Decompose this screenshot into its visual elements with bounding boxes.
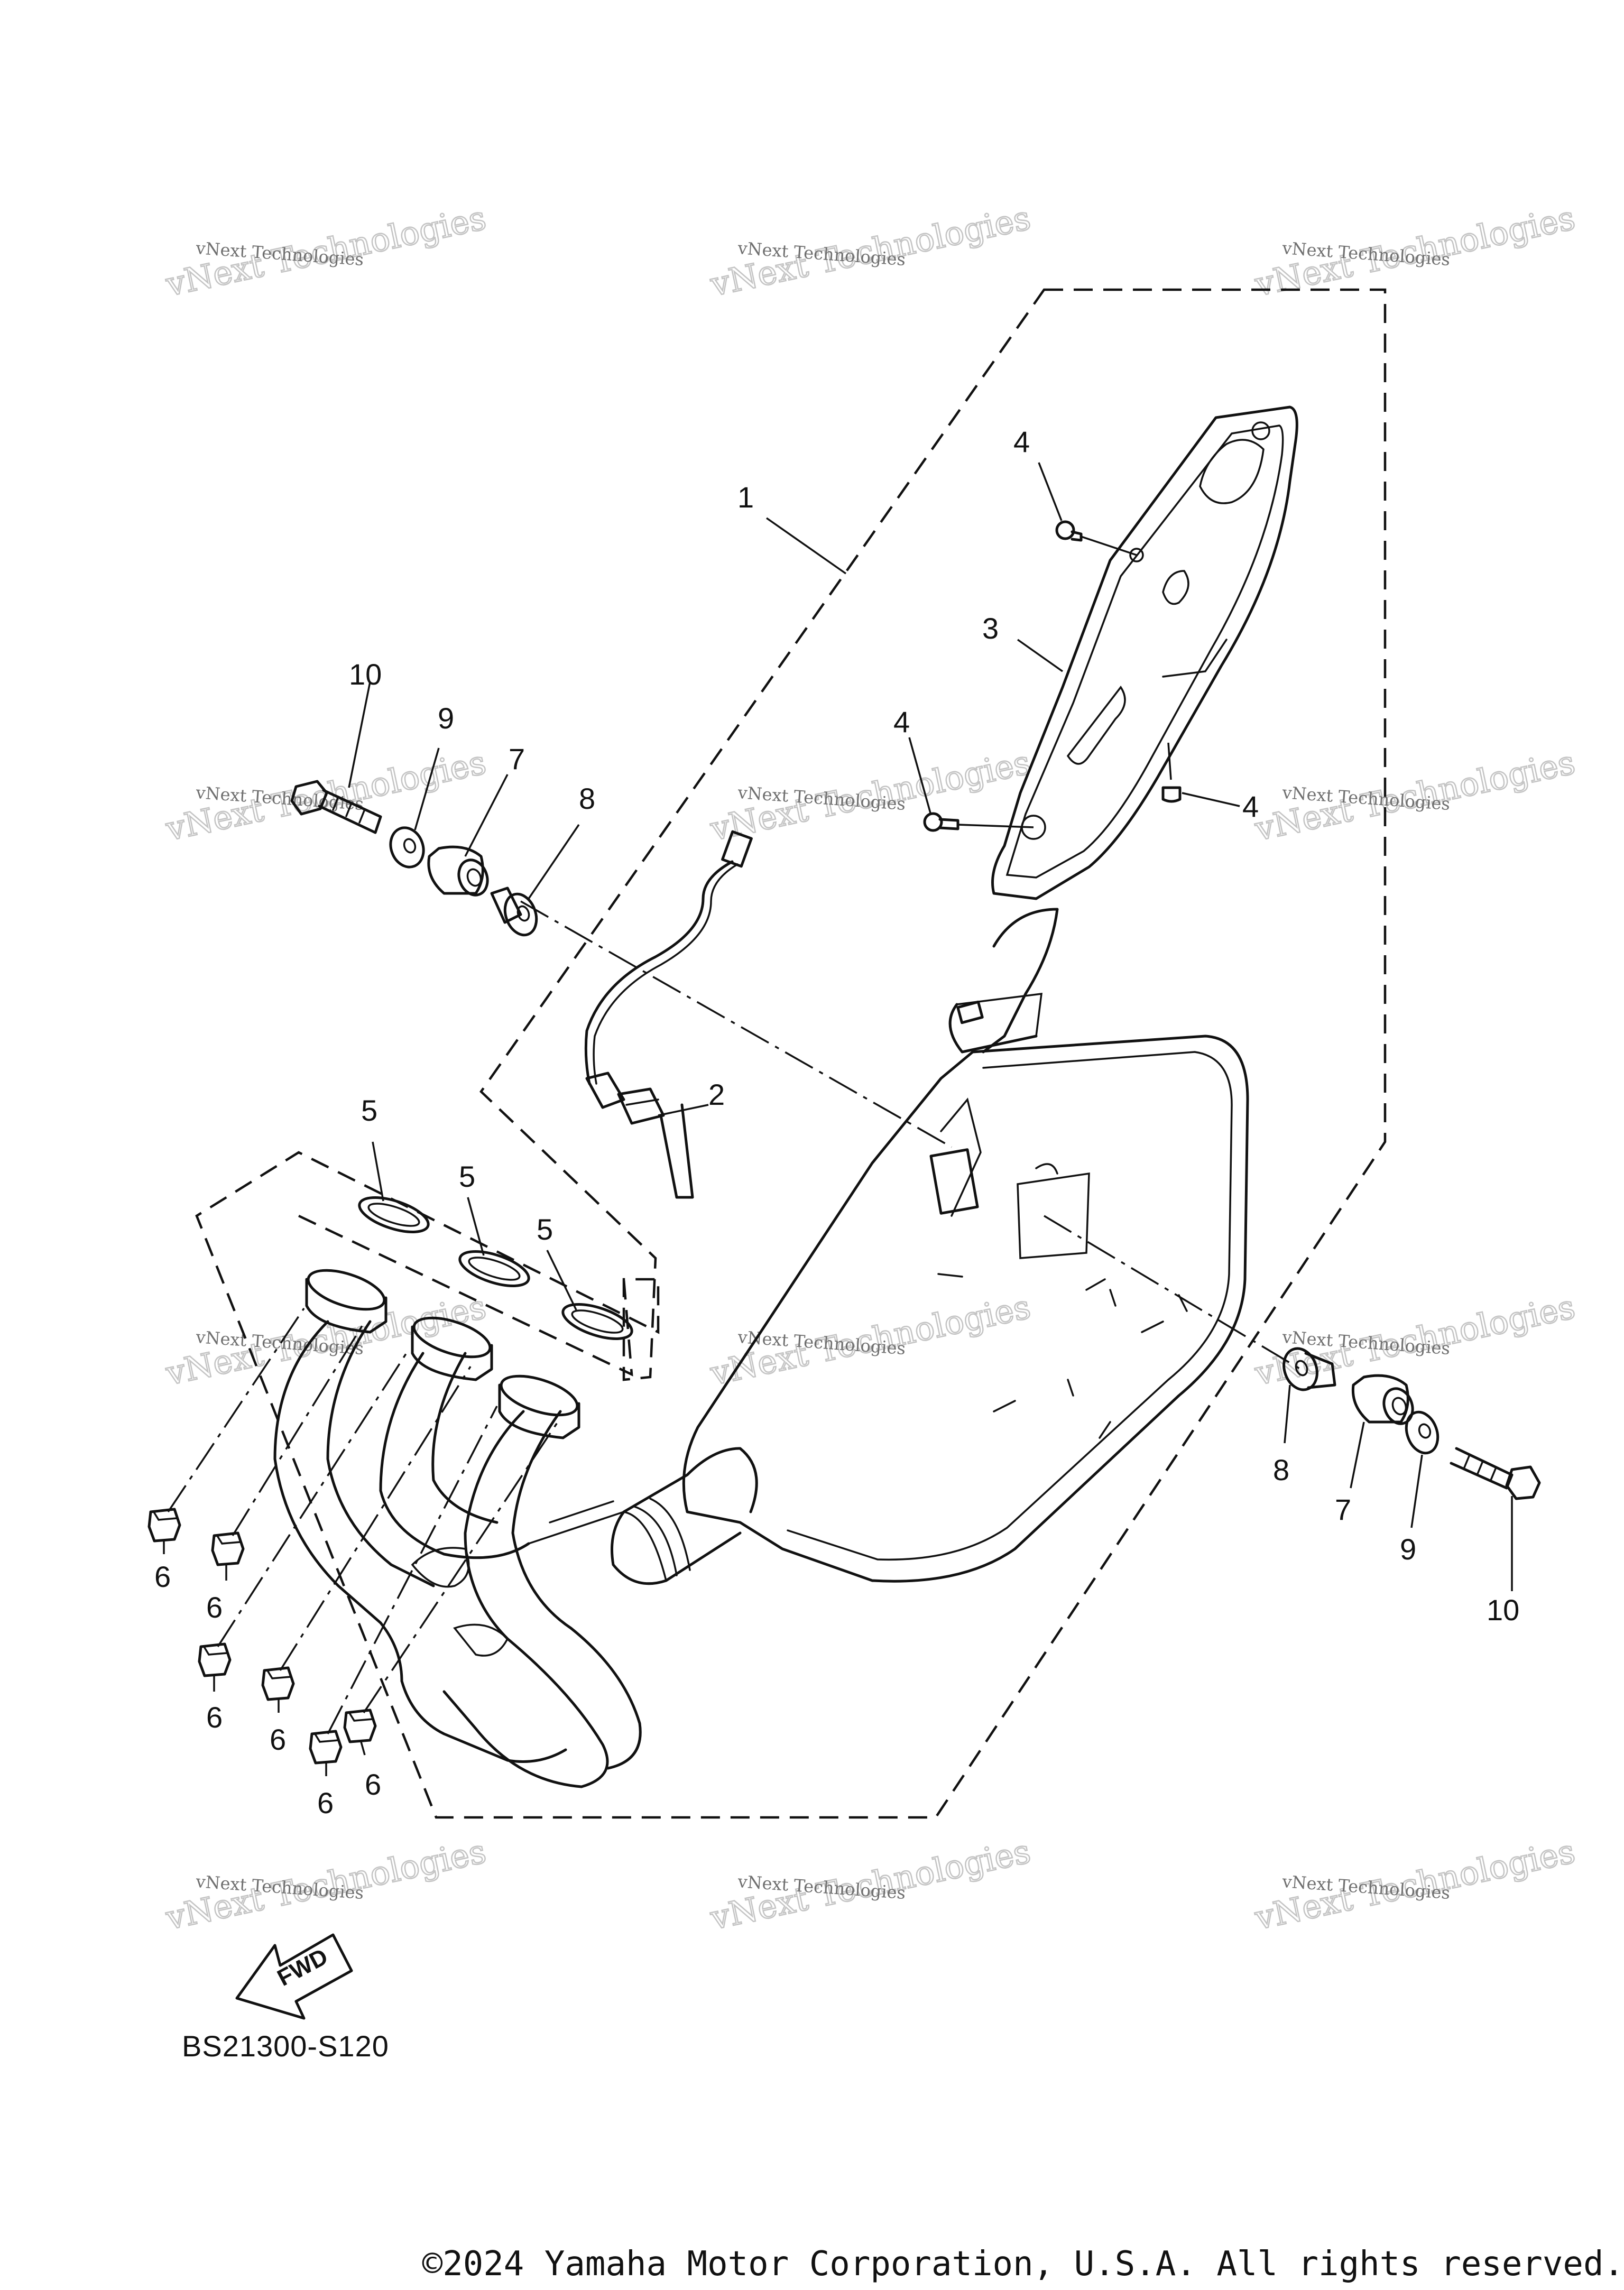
mount-bolt-right bbox=[1450, 1447, 1541, 1500]
callout-10: 10 bbox=[1487, 1593, 1519, 1627]
callout-6: 6 bbox=[206, 1591, 223, 1624]
heat-protector-screw bbox=[923, 812, 1034, 832]
callout-1: 1 bbox=[737, 481, 754, 514]
muffler bbox=[611, 908, 1249, 1585]
callout-4: 4 bbox=[893, 705, 910, 738]
exhaust-nut bbox=[211, 1531, 245, 1566]
mount-washer-right bbox=[1405, 1410, 1440, 1455]
mount-collar-left bbox=[490, 887, 538, 937]
callout-6: 6 bbox=[365, 1768, 381, 1801]
callout-10: 10 bbox=[349, 658, 382, 691]
mount-bushing-right bbox=[1351, 1374, 1414, 1425]
heat-protector-screw bbox=[1055, 520, 1137, 556]
exhaust-nut bbox=[198, 1642, 232, 1677]
assembly-boundary bbox=[195, 288, 1387, 1819]
stud-axis bbox=[363, 1421, 559, 1713]
callout-leader bbox=[360, 1741, 366, 1756]
pipe-collar bbox=[498, 1374, 580, 1439]
exhaust-nut bbox=[261, 1666, 295, 1701]
heat-protector bbox=[991, 405, 1298, 900]
callout-leader bbox=[1017, 639, 1064, 672]
callout-8: 8 bbox=[579, 782, 595, 815]
stud-axis bbox=[217, 1347, 411, 1647]
callout-5: 5 bbox=[361, 1094, 377, 1127]
callout-leader bbox=[1182, 792, 1240, 807]
callout-6: 6 bbox=[270, 1723, 286, 1756]
copyright-notice: ©2024 Yamaha Motor Corporation, U.S.A. A… bbox=[422, 2245, 1624, 2284]
callout-9: 9 bbox=[1400, 1532, 1416, 1566]
watermarks: vNext Technologies vNext Technologies vN… bbox=[162, 198, 1579, 1938]
mount-axis-left bbox=[520, 900, 952, 1148]
callout-6: 6 bbox=[154, 1560, 171, 1593]
exhaust-nut bbox=[343, 1709, 377, 1743]
callout-leader bbox=[414, 747, 440, 830]
callout-leader bbox=[372, 1141, 384, 1202]
callout-6: 6 bbox=[206, 1701, 223, 1734]
callout-leader bbox=[348, 681, 371, 788]
callout-leader bbox=[1350, 1421, 1365, 1489]
callout-leader bbox=[1038, 462, 1063, 521]
exhaust-nut bbox=[147, 1508, 181, 1543]
callout-5: 5 bbox=[459, 1160, 475, 1193]
callout-leader bbox=[546, 1250, 577, 1310]
mount-bushing-left bbox=[427, 845, 489, 897]
stud-axis bbox=[327, 1406, 498, 1734]
callout-4: 4 bbox=[1242, 790, 1259, 823]
o2-sensor bbox=[584, 830, 753, 1199]
exhaust-pipes bbox=[273, 1320, 642, 1788]
callout-leader bbox=[1410, 1454, 1423, 1528]
callout-7: 7 bbox=[1335, 1493, 1351, 1526]
stud-axis bbox=[232, 1321, 366, 1536]
callout-8: 8 bbox=[1273, 1453, 1289, 1486]
callout-leader bbox=[528, 824, 580, 899]
heat-protector-screw bbox=[1161, 742, 1182, 803]
diagram-code: BS21300-S120 bbox=[182, 2029, 389, 2063]
exhaust-nut bbox=[309, 1730, 343, 1765]
callout-2: 2 bbox=[708, 1078, 725, 1111]
callouts: 1 2 3 4 4 4 5 5 5 6 6 6 6 6 6 7 7 8 8 9 … bbox=[154, 425, 1519, 1820]
callout-9: 9 bbox=[438, 701, 454, 735]
mount-washer-left bbox=[389, 826, 425, 869]
fwd-label: FWD bbox=[273, 1944, 332, 1991]
mount-bolt-left bbox=[290, 780, 382, 834]
callout-leader bbox=[765, 517, 847, 575]
forward-arrow: FWD bbox=[235, 1933, 353, 2020]
exhaust-gasket bbox=[458, 1250, 530, 1287]
callout-leader bbox=[908, 737, 931, 814]
callout-3: 3 bbox=[982, 612, 999, 645]
mount-collar-right bbox=[1282, 1347, 1336, 1391]
callout-leader bbox=[658, 1104, 709, 1116]
callout-leader bbox=[1284, 1384, 1291, 1444]
callout-6: 6 bbox=[317, 1786, 334, 1820]
pipe-collar bbox=[411, 1316, 493, 1381]
callout-leader bbox=[467, 1197, 485, 1256]
callout-4: 4 bbox=[1013, 425, 1030, 458]
stud-axis bbox=[167, 1308, 305, 1512]
exhaust-gasket bbox=[561, 1303, 633, 1340]
stud-axis bbox=[279, 1366, 472, 1671]
callout-leader bbox=[464, 774, 509, 857]
callout-5: 5 bbox=[537, 1213, 553, 1246]
exhaust-pipe-boundary bbox=[298, 1214, 633, 1377]
mount-axis-right bbox=[1044, 1215, 1301, 1370]
pipe-collar bbox=[305, 1269, 387, 1334]
callout-7: 7 bbox=[509, 742, 525, 775]
exhaust-gasket bbox=[358, 1196, 430, 1233]
